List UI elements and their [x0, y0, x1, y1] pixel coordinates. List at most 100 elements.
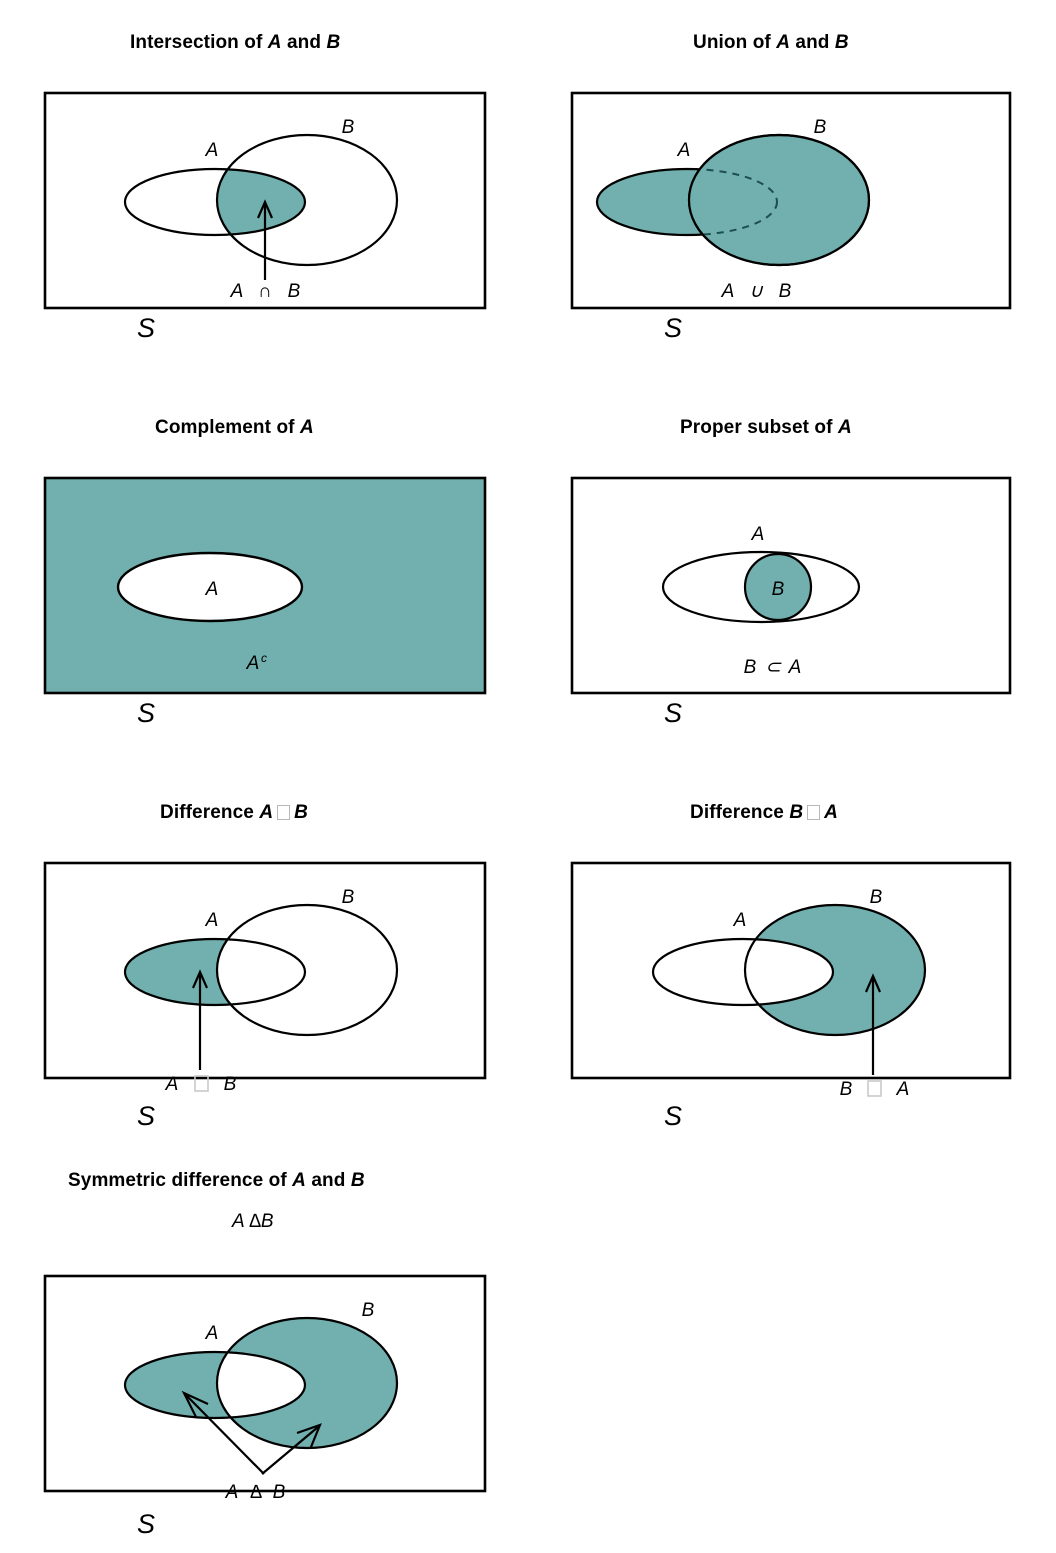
a-minus-b-fill [0, 830, 528, 1130]
title-prefix: Complement of [155, 417, 300, 438]
missing-glyph-icon [867, 1080, 882, 1097]
set-b-outline-top [687, 133, 871, 267]
title-set-a: A [776, 32, 791, 53]
intersection-arrow-head [256, 199, 274, 219]
title-set-a: A [824, 802, 838, 823]
proper-subset-diagram: A B B ⊂ A S [570, 476, 1012, 728]
symdiff-op-left: A [225, 1482, 239, 1503]
symmetric-difference-fill [0, 1243, 528, 1553]
title-set-a: A [292, 1170, 306, 1191]
difference-arrow-head [864, 973, 882, 993]
set-a-label: A [205, 910, 219, 931]
universe-label: S [137, 698, 155, 728]
set-b-label: B [870, 887, 883, 908]
set-b-label: B [342, 117, 355, 138]
set-a-ellipse [651, 937, 835, 1007]
universe-label: S [664, 698, 682, 728]
complement-diagram: A A c S [43, 476, 487, 728]
universe-label: S [137, 313, 155, 343]
set-b-label: B [342, 887, 355, 908]
title-prefix: Difference [160, 802, 260, 823]
difference-op-left: B [840, 1079, 853, 1100]
difference-op-left: A [165, 1074, 179, 1095]
set-a-label: A [733, 910, 747, 931]
intersection-op-left: A [230, 281, 244, 302]
set-a-label: A [205, 1323, 219, 1344]
symdiff-arrow-right-shaft [261, 1426, 319, 1475]
universe-label: S [137, 1509, 155, 1539]
missing-glyph-icon [807, 805, 821, 820]
panel-union: Union of A and B A B A ∪ B S [528, 0, 1056, 360]
title-set-b: B [789, 802, 804, 823]
set-b-circle [743, 552, 813, 622]
set-a-ellipse [123, 167, 307, 237]
set-b-ellipse [743, 903, 927, 1037]
set-b-ellipse [215, 903, 399, 1037]
union-inner-cover [689, 167, 779, 237]
panel-symmetric-difference: Symmetric difference of A and B A ∆B A B [0, 1148, 528, 1553]
difference-arrow-head [191, 969, 209, 989]
intersection-op-right: B [288, 281, 301, 302]
symmetric-difference-subcaption: A ∆B [232, 1211, 274, 1232]
symdiff-arrow-right-head [296, 1423, 322, 1448]
title-set-b: B [326, 32, 341, 53]
title-set-a: A [259, 802, 274, 823]
panel-symmetric-difference-title: Symmetric difference of A and B [68, 1170, 365, 1192]
set-a-dashed-inner [689, 168, 778, 236]
title-prefix: Intersection of [130, 32, 268, 53]
set-a-label: A [677, 140, 691, 161]
subset-op-symbol: ⊂ [765, 657, 782, 678]
title-prefix: Union of [693, 32, 777, 53]
set-a-label: A [751, 524, 765, 545]
set-a-ellipse [661, 550, 861, 624]
set-b-ellipse [215, 1316, 399, 1450]
title-set-b: B [834, 32, 849, 53]
union-diagram: A B A ∪ B S [570, 91, 1012, 343]
subset-op-right: A [788, 657, 802, 678]
intersection-diagram: A B A ∩ B S [43, 91, 487, 343]
difference-b-a-diagram: A B B A S [528, 830, 1056, 1131]
symdiff-op-right: B [273, 1482, 286, 1503]
universe-label: S [137, 1101, 155, 1131]
missing-glyph-icon [277, 805, 291, 820]
universe-label: S [664, 313, 682, 343]
symdiff-arrow-left-head [181, 1390, 209, 1418]
title-set-b: B [294, 802, 308, 823]
difference-a-b-diagram: A B A B S [0, 830, 528, 1131]
title-mid: and [305, 1170, 351, 1191]
panel-intersection: Intersection of A and B A B A ∩ B S [0, 0, 528, 360]
title-prefix: Symmetric difference of [68, 1170, 293, 1191]
panel-union-title: Union of A and B [693, 32, 849, 54]
panel-proper-subset: Proper subset of A A B B ⊂ A S [528, 385, 1056, 745]
set-b-ellipse [215, 133, 399, 267]
set-b-label: B [814, 117, 827, 138]
union-op-symbol: ∪ [749, 281, 764, 302]
union-op-left: A [721, 281, 735, 302]
panel-complement: Complement of A A A c S [0, 385, 528, 745]
set-a-label: A [205, 140, 219, 161]
intersection-op-symbol: ∩ [258, 281, 272, 302]
set-b-label: B [772, 579, 785, 600]
difference-op-right: A [896, 1079, 910, 1100]
title-set-a: A [837, 417, 852, 438]
symdiff-arrow-left-shaft [185, 1394, 265, 1475]
title-set-a: A [299, 417, 314, 438]
missing-glyph-icon [194, 1075, 209, 1092]
difference-op-right: B [224, 1074, 237, 1095]
complement-superscript: c [261, 651, 267, 665]
set-a-ellipse [123, 937, 307, 1007]
set-b-fill [689, 135, 869, 265]
union-op-right: B [779, 281, 792, 302]
title-mid: and [281, 32, 327, 53]
set-a-label: A [205, 579, 219, 600]
set-b-label: B [362, 1300, 375, 1321]
title-prefix: Difference [690, 802, 790, 823]
complement-label: A [246, 653, 260, 674]
b-minus-a-fill [528, 830, 1056, 1130]
symmetric-difference-diagram: A B A ∆ B S [0, 1243, 528, 1553]
title-mid: and [790, 32, 835, 53]
